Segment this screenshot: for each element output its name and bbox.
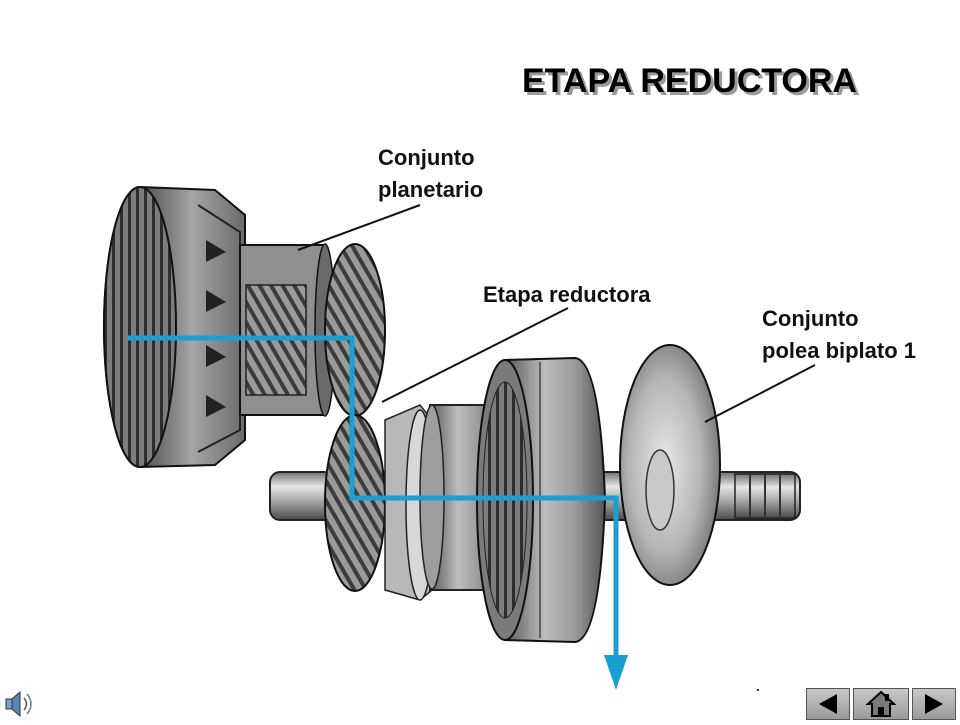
home-icon: [865, 690, 897, 717]
label-polea-line1: Conjunto: [762, 306, 859, 331]
upper-reduction-gear: [324, 243, 386, 417]
speaker-icon[interactable]: [4, 688, 40, 720]
label-conjunto-planetario: Conjunto planetario: [378, 142, 483, 206]
label-conjunto-polea: Conjunto polea biplato 1: [762, 303, 916, 367]
home-button[interactable]: [853, 688, 909, 720]
planetary-carrier: [239, 243, 336, 417]
leader-lines: [297, 204, 816, 423]
prev-button[interactable]: [806, 688, 850, 720]
triangle-right-icon: [925, 694, 943, 714]
page-title: ETAPA REDUCTORA: [522, 62, 857, 100]
label-etapa-reductora: Etapa reductora: [483, 282, 651, 307]
label-planetario-line1: Conjunto: [378, 145, 475, 170]
transmission-diagram: [103, 185, 816, 690]
power-flow-arrow: [128, 335, 628, 690]
label-planetario-line2: planetario: [378, 177, 484, 202]
pulley-disc: [619, 344, 721, 586]
lower-reduction-gear: [324, 404, 435, 601]
next-button[interactable]: [912, 688, 956, 720]
label-polea-line2: polea biplato 1: [762, 338, 917, 363]
planetary-drum: [103, 185, 246, 469]
marker-dot: [757, 689, 759, 691]
triangle-left-icon: [819, 694, 837, 714]
